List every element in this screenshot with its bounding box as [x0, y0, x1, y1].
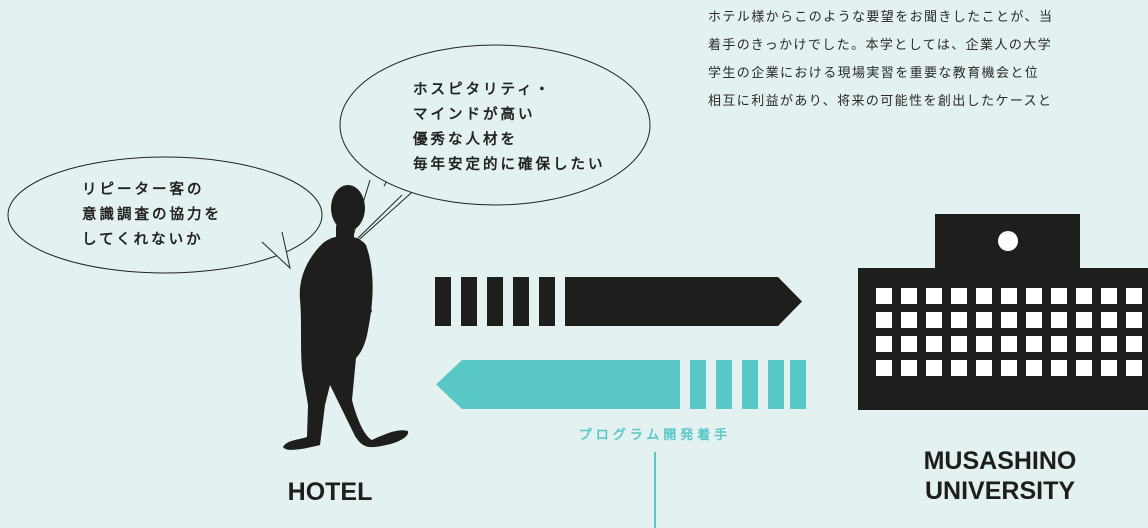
bubble-line: リピーター客の	[82, 182, 205, 198]
university-label: MUSASHINO UNIVERSITY	[880, 446, 1120, 506]
building-window	[1101, 312, 1117, 328]
building-window	[926, 288, 942, 304]
building-window	[1076, 336, 1092, 352]
building-window	[876, 288, 892, 304]
description-line: 学生の企業における現場実習を重要な教育機会と位	[708, 66, 1040, 81]
building-window	[1101, 360, 1117, 376]
bubble-line: してくれないか	[82, 232, 204, 248]
speech-bubble-right-text: ホスピタリティ・ マインドが高い 優秀な人材を 毎年安定的に確保したい	[413, 78, 606, 178]
building-window	[951, 336, 967, 352]
speech-bubble-left-shape	[7, 156, 323, 274]
building-window	[1051, 360, 1067, 376]
speech-bubble-left-text: リピーター客の 意識調査の協力を してくれないか	[82, 178, 222, 253]
building-window	[1101, 288, 1117, 304]
building-window	[976, 288, 992, 304]
hotel-person-silhouette	[283, 185, 409, 450]
speech-bubble-right-shape	[339, 44, 651, 206]
bubble-line: マインドが高い	[413, 107, 536, 123]
hotel-label: HOTEL	[287, 478, 373, 506]
building-window	[901, 312, 917, 328]
building-window	[1051, 312, 1067, 328]
building-window	[1076, 312, 1092, 328]
building-window	[1126, 336, 1142, 352]
building-window	[926, 312, 942, 328]
building-window	[876, 360, 892, 376]
building-window	[1001, 312, 1017, 328]
description-line: 着手のきっかけでした。本学としては、企業人の大学	[708, 38, 1053, 53]
building-window	[951, 360, 967, 376]
building-window	[976, 360, 992, 376]
bubble-line: 優秀な人材を	[413, 132, 518, 148]
building-window	[951, 288, 967, 304]
building-window	[951, 312, 967, 328]
program-development-label: プログラム開発着手	[578, 428, 732, 443]
bubble-line: 毎年安定的に確保したい	[413, 157, 606, 173]
building-window	[976, 312, 992, 328]
building-window	[1126, 312, 1142, 328]
building-window	[926, 360, 942, 376]
building-window	[1026, 312, 1042, 328]
university-label-line2: UNIVERSITY	[924, 477, 1076, 505]
building-window	[1126, 288, 1142, 304]
building-window	[901, 288, 917, 304]
building-window	[876, 312, 892, 328]
building-window	[901, 360, 917, 376]
speech-bubble-left-tail	[261, 231, 291, 270]
building-window	[1001, 336, 1017, 352]
building-window	[926, 336, 942, 352]
building-window	[1051, 288, 1067, 304]
building-window	[1126, 360, 1142, 376]
building-window	[1001, 288, 1017, 304]
building-window	[976, 336, 992, 352]
bubble-line: ホスピタリティ・	[413, 82, 553, 98]
building-window	[1101, 336, 1117, 352]
building-window	[1076, 360, 1092, 376]
arrow-university-to-hotel	[436, 360, 806, 409]
university-building-icon	[858, 214, 1148, 410]
building-window	[1051, 336, 1067, 352]
building-window	[1026, 288, 1042, 304]
bubble-line: 意識調査の協力を	[82, 207, 222, 223]
building-window	[1026, 360, 1042, 376]
building-window	[1076, 288, 1092, 304]
description-paragraph: ホテル様からこのような要望をお聞きしたことが、当 着手のきっかけでした。本学とし…	[708, 4, 1148, 116]
building-window	[1001, 360, 1017, 376]
university-label-line1: MUSASHINO	[923, 447, 1077, 475]
building-window	[876, 336, 892, 352]
description-line: ホテル様からこのような要望をお聞きしたことが、当	[708, 10, 1054, 25]
building-window	[901, 336, 917, 352]
building-window	[1026, 336, 1042, 352]
arrow-hotel-to-university	[435, 277, 802, 326]
description-line: 相互に利益があり、将来の可能性を創出したケースと	[708, 94, 1053, 109]
